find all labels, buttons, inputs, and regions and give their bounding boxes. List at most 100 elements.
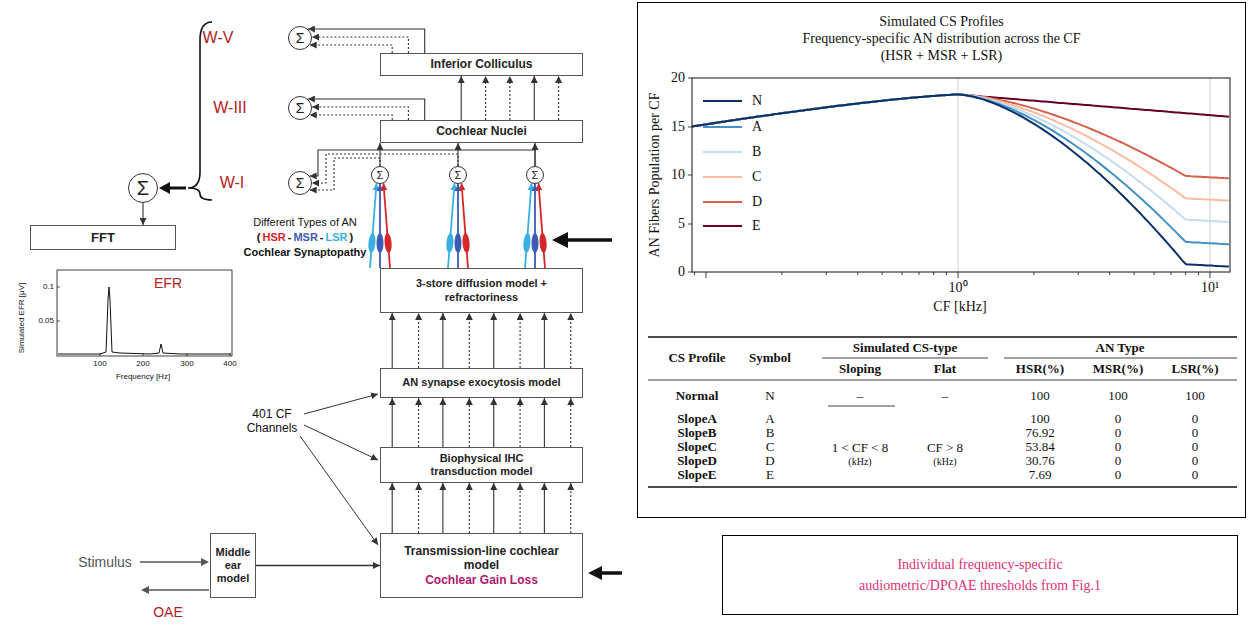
tick [1078,272,1079,275]
table-cell: Simulated CS-type [853,341,957,356]
fiber-body [384,233,393,253]
stage-box: Transmission-line cochlear modelCochlear… [380,533,583,598]
sum-symbol: Σ [377,170,384,181]
brace [188,22,212,200]
tick [706,272,707,278]
tick [1154,272,1155,275]
fiber-body [539,233,548,253]
efr-ticks [57,287,230,356]
arrow-head [588,566,602,580]
connector-line [520,313,521,368]
sum-symbol: Σ [296,31,305,45]
legend-text: B [752,144,761,160]
table-cell: CF > 8 [927,441,963,456]
table-cell: 30.76 [1025,454,1054,469]
table-cell: A [765,412,774,427]
table-cell: 0 [1115,412,1122,427]
label: 10 [671,167,685,183]
legend-line [703,126,742,128]
connector-line [310,150,535,176]
connector-line [544,483,545,533]
table-cell: 0 [1115,426,1122,441]
grid-line [958,78,959,272]
fiber-body [368,233,377,253]
chart-title: (HSR + MSR + LSR) [638,47,1245,64]
table-cell: CS Profile [668,351,725,366]
tick [694,272,695,275]
label: 300 [180,359,193,368]
stimulus-arrow [140,561,202,562]
connector [310,150,535,176]
table-cell: LSR(%) [1172,362,1219,377]
ticks [688,78,1210,278]
sum-circle: Σ [371,166,389,184]
table-rules [648,337,1237,487]
box-label: Individual frequency-specific audiometri… [845,554,1115,596]
stage-box: Cochlear Nuclei [380,120,583,143]
connector-line [418,398,419,447]
connector-line [310,45,393,53]
box-label: AN synapse exocytosis model [402,376,560,389]
table-cell: SlopeA [677,412,717,427]
connector-line [312,37,408,53]
sum-circle: Σ [288,171,312,195]
tick [918,272,919,275]
connector-line [544,313,545,368]
connector-line [493,398,494,447]
connector-line [392,398,393,447]
connector [461,76,558,120]
connector [143,203,144,225]
table-cell: Sloping [839,362,881,377]
connector [392,313,571,368]
connector-line [534,76,535,120]
fiber-body [523,233,532,253]
connector-line [256,565,380,566]
wave-label: W-III [213,99,246,117]
profile-curve [692,95,1229,179]
tick [1134,272,1135,275]
stage-box: Biophysical IHC transduction model [380,447,583,483]
table-cell: 0 [1192,454,1199,469]
connector-line [142,203,143,225]
sum-circle: Σ [288,96,312,120]
connector-line [509,76,510,120]
table-cell: 100 [1030,389,1050,404]
arrow-head [159,182,170,194]
fiber-body [455,233,462,253]
tick [902,272,903,275]
fiber-body [446,233,455,253]
chart-axes [692,78,1230,272]
leader-arrow [304,394,378,414]
middle-ear-box: Middle ear model [210,533,256,598]
connector-line [485,76,486,120]
oae-arrow [148,589,209,590]
tick [1198,272,1199,275]
label: 401 CF Channels [240,408,304,436]
connector-line [418,483,419,533]
label: 100 [93,359,106,368]
arrow-head [201,558,209,566]
table-cell: E [766,468,774,483]
label: 15 [671,119,685,135]
label: 0.05 [38,316,54,325]
legend-text: E [752,218,761,234]
table-cell: (kHz) [933,456,956,468]
table-cell: – [942,389,949,404]
fft-box: FFT [30,225,176,250]
connector [523,183,548,268]
stage-box: AN synapse exocytosis model [380,368,583,398]
table-cell: – [857,389,864,404]
table-cell: 100 [1185,389,1205,404]
sum-symbol: Σ [296,101,305,115]
sum-circle: Σ [288,26,312,50]
table-cell: 0 [1192,412,1199,427]
connector-line [520,398,521,447]
box-label: Inferior Colliculus [430,57,532,71]
connector-line [308,99,425,120]
box-label: Middle ear model [215,546,251,586]
connector-line [457,184,459,268]
label: 20 [671,70,685,86]
box-label: FFT [91,230,115,246]
connector [312,154,458,183]
box-label: Transmission-line cochlear model [385,544,578,573]
